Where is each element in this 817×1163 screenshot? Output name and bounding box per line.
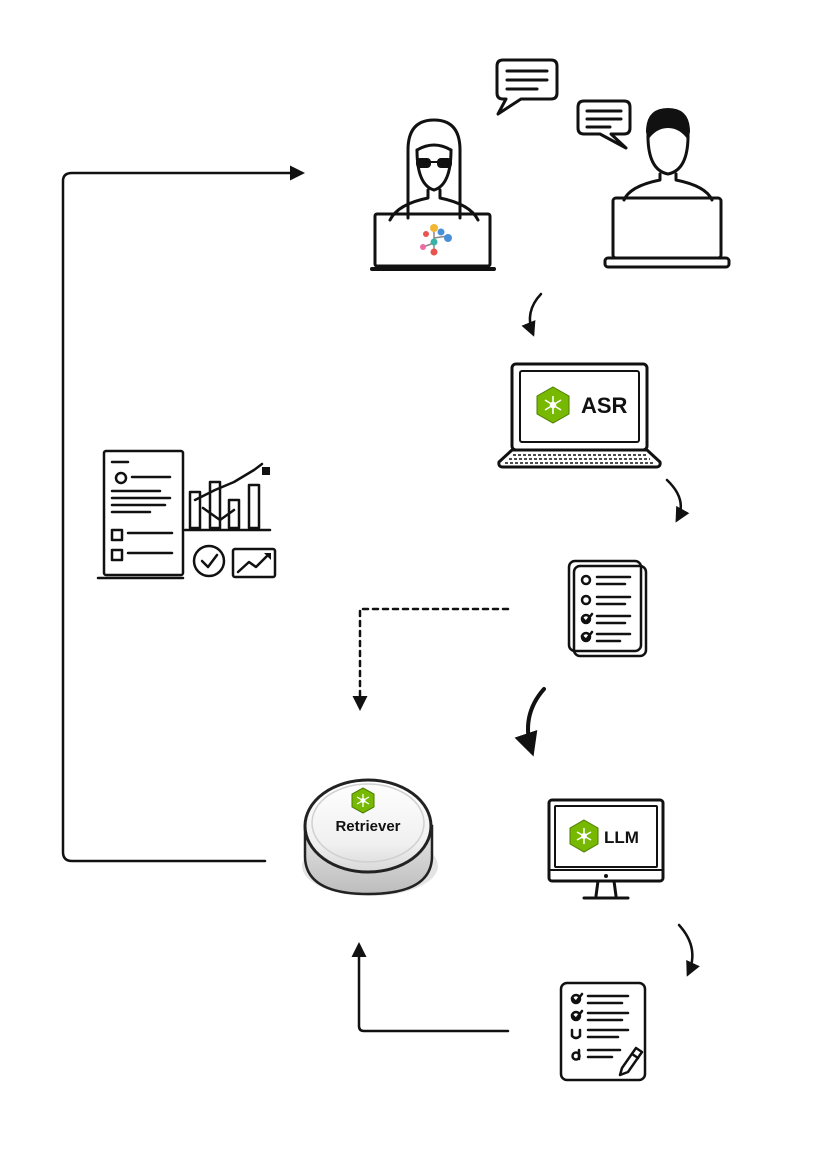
curved-arrow-llm-to-summary [677,923,700,977]
nvidia-hex-badge-icon [536,386,570,424]
keyboard-keys [505,454,654,464]
nvidia-hex-badge-icon [569,819,599,853]
monitor-llm-icon: LLM [547,798,665,900]
curved-arrow-transcript-to-llm [514,687,546,757]
logo-dot [430,238,438,246]
curved-arrow-agent-to-asr [521,292,543,337]
speech-bubble-icon [495,58,559,116]
arrow-retriever-to-agent [61,165,305,863]
llm-label: LLM [604,828,639,847]
logo-dot [430,248,438,256]
speech-bubble-icon [576,99,632,150]
woman-agent-laptop-icon [370,118,496,271]
logo-dot [444,234,452,242]
logo-dot [430,224,438,232]
laptop-asr-icon: ASR [497,362,662,469]
flow-arrows [61,165,700,1033]
colorful-network-logo-icon [420,224,452,256]
retriever-button-icon: Retriever [302,778,438,896]
checklist-document-icon [567,559,648,658]
logo-dot [437,228,445,236]
logo-dot [423,231,429,237]
retriever-label: Retriever [335,818,400,835]
man-customer-laptop-icon [603,108,731,269]
arrow-summary-to-retriever [351,942,510,1033]
curved-arrow-asr-to-transcript [665,478,690,523]
asr-label: ASR [581,393,628,418]
report-analytics-icon [96,449,277,580]
arrow-transcript-to-retriever-dotted [352,607,510,711]
checklist-pencil-document-icon [559,981,647,1082]
logo-dot [420,244,426,250]
nvidia-hex-badge-icon [351,787,375,814]
